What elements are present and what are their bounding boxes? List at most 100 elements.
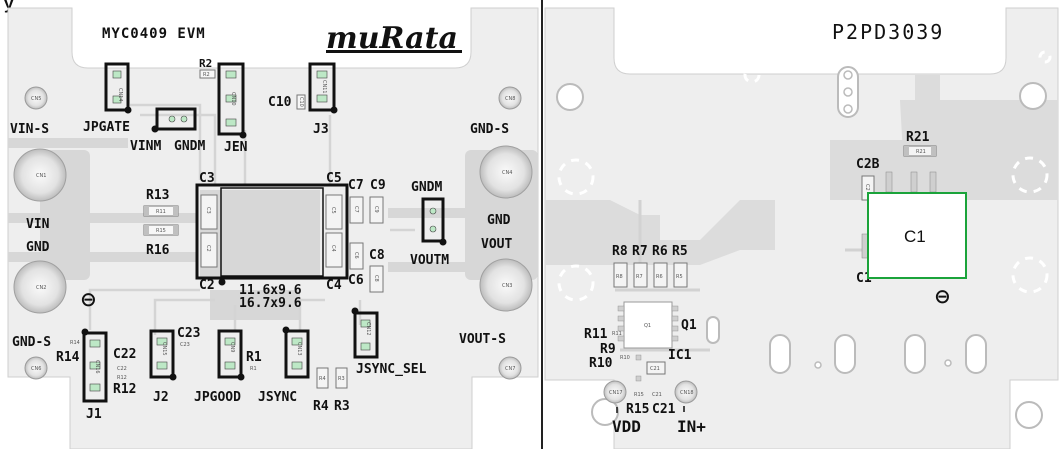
pad-r11: R11: [612, 331, 622, 337]
label-c22: C22: [113, 347, 136, 362]
label-vout: VOUT: [481, 237, 512, 252]
svg-text:C8: C8: [373, 275, 379, 282]
label-j1: J1: [86, 407, 102, 422]
svg-text:CN15: CN15: [161, 342, 167, 356]
label-c9: C9: [370, 178, 386, 193]
svg-text:CN1: CN1: [36, 173, 46, 179]
header-jpgood: CN9: [217, 329, 245, 381]
capacitor-c10: C10: [296, 94, 306, 110]
left-board: MYC0409 EVM muRata CN5 CN6 CN8 CN7 CN1 C…: [7, 7, 539, 450]
label-r4: R4: [313, 399, 329, 414]
logo-underline: [326, 50, 462, 53]
header-fragment: y: [4, 0, 14, 13]
label-r16: R16: [146, 243, 170, 258]
label-vout-s: VOUT-S: [459, 332, 506, 347]
label-r10: R10: [589, 356, 613, 371]
pad-cn6: CN6: [24, 356, 48, 380]
svg-text:C6: C6: [353, 252, 359, 259]
label-jen: JEN: [224, 140, 248, 155]
label-j2: J2: [153, 390, 169, 405]
capacitor-c8: C8: [369, 265, 384, 293]
pad-cn1: CN1: [13, 148, 67, 202]
svg-text:R8: R8: [616, 274, 623, 280]
capacitor-c5: C5: [325, 194, 343, 230]
pad-cn8: CN8: [498, 86, 522, 110]
pad-cn18: CN18: [674, 380, 698, 404]
right-board: P2PD3039 R21: [544, 7, 1059, 450]
label-jsync: JSYNC: [258, 390, 297, 405]
label-r6: R6: [652, 244, 668, 259]
header-vinm-gndm: [151, 107, 197, 133]
svg-text:CN5: CN5: [31, 96, 41, 102]
svg-text:CN16: CN16: [94, 360, 100, 374]
dashed-pads: [557, 50, 1052, 302]
label-r11: R11: [584, 327, 608, 342]
pad-c23: C23: [180, 342, 190, 348]
svg-text:R15: R15: [156, 228, 166, 234]
header-gndm-voutm: [421, 197, 447, 246]
label-r1: R1: [246, 350, 262, 365]
label-vdd: VDD: [612, 417, 641, 436]
header-j2: CN15: [149, 329, 177, 381]
label-jpgood: JPGOOD: [194, 390, 241, 405]
label-gnd-s-right: GND-S: [470, 122, 509, 137]
pad-cn5: CN5: [24, 86, 48, 110]
label-c23: C23: [177, 326, 200, 341]
label-c5: C5: [326, 171, 342, 186]
pad-r10: R10: [620, 355, 630, 361]
svg-text:R7: R7: [636, 274, 643, 280]
ic1-package: C21: [635, 354, 666, 382]
label-gndm-top: GNDM: [174, 139, 205, 154]
svg-text:Q1: Q1: [644, 323, 651, 329]
pin-marks: [616, 406, 685, 413]
right-board-title: P2PD3039: [832, 20, 944, 44]
label-vin: VIN: [26, 217, 50, 232]
label-gnd-right: GND: [487, 213, 511, 228]
svg-text:CN17: CN17: [609, 390, 623, 396]
label-jpgate: JPGATE: [83, 120, 130, 135]
pad-cn17: CN17: [603, 380, 627, 404]
svg-text:CN12: CN12: [365, 322, 371, 336]
label-gnd-s-left: GND-S: [12, 335, 51, 350]
right-mount-symbol: ⊖: [934, 284, 951, 308]
capacitor-c7: C7: [349, 196, 364, 224]
label-r15: R15: [626, 402, 649, 417]
svg-text:R5: R5: [676, 274, 683, 280]
resistor-r15-left: R15: [143, 224, 179, 236]
svg-text:C7: C7: [353, 206, 359, 213]
label-r3: R3: [334, 399, 350, 414]
svg-text:R2: R2: [203, 72, 210, 78]
label-r21: R21: [906, 130, 930, 145]
resistor-r7: R7: [633, 262, 648, 288]
panel-divider: [541, 0, 543, 452]
svg-text:C4: C4: [330, 245, 336, 252]
svg-text:CN2: CN2: [36, 285, 46, 291]
label-c8: C8: [369, 248, 385, 263]
resistor-r5: R5: [673, 262, 688, 288]
label-r9: R9: [600, 342, 616, 357]
resistor-r11-left: R11: [143, 205, 179, 217]
header-jsync-sel: CN12: [351, 307, 379, 359]
label-r8: R8: [612, 244, 628, 259]
label-vin-s: VIN-S: [10, 122, 49, 137]
capacitor-c2: C2: [200, 232, 218, 268]
svg-text:CN7: CN7: [505, 366, 515, 372]
svg-text:R6: R6: [656, 274, 663, 280]
svg-text:C3: C3: [205, 207, 211, 214]
callout-c1: C1: [867, 192, 967, 279]
svg-text:C10: C10: [298, 97, 304, 107]
resistor-r4: R4: [316, 367, 329, 389]
capacitor-c3: C3: [200, 194, 218, 230]
module-dims-line2: 16.7x9.6: [239, 296, 302, 311]
svg-text:CN6: CN6: [31, 366, 41, 372]
label-j3: J3: [313, 122, 329, 137]
svg-text:C2: C2: [864, 184, 870, 191]
svg-text:CN14: CN14: [117, 88, 123, 102]
header-j3: CN11: [308, 62, 338, 114]
svg-text:CN11: CN11: [321, 80, 327, 94]
pad-c21b: C21: [652, 392, 662, 398]
label-c2: C2: [199, 278, 215, 293]
capacitor-c6: C6: [349, 242, 364, 270]
label-c4: C4: [326, 278, 342, 293]
svg-text:C21: C21: [650, 366, 660, 372]
